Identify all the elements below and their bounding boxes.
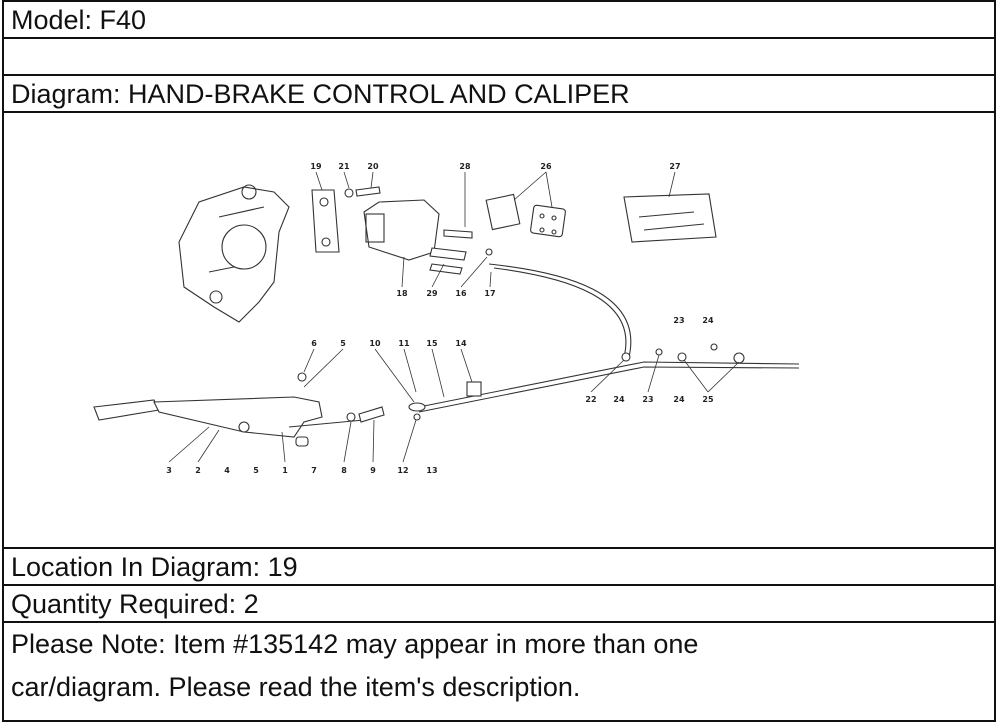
- part-label: 8: [341, 466, 347, 475]
- note-line-2: car/diagram. Please read the item's desc…: [11, 672, 581, 702]
- part-label: 22: [585, 395, 596, 404]
- note-row: Please Note: Item #135142 may appear in …: [4, 623, 994, 720]
- part-label: 27: [669, 162, 680, 171]
- part-label: 23: [673, 316, 684, 325]
- cable-drawing: [488, 263, 632, 358]
- part-label: 3: [166, 466, 172, 475]
- quantity-row: Quantity Required: 2: [4, 586, 994, 623]
- part-label: 2: [195, 466, 201, 475]
- part-label: 9: [370, 466, 376, 475]
- part-label: 20: [367, 162, 379, 171]
- empty-row: [4, 39, 994, 76]
- exploded-view-drawing: 19 21 20 28 26 27 18 29 16 17 23 24 6 5 …: [93, 162, 800, 475]
- part-label: 6: [311, 339, 317, 348]
- part-label: 11: [398, 339, 410, 348]
- part-label: 5: [253, 466, 259, 475]
- location-row: Location In Diagram: 19: [4, 549, 994, 586]
- part-label: 5: [340, 339, 346, 348]
- parts-diagram: 19 21 20 28 26 27 18 29 16 17 23 24 6 5 …: [4, 113, 994, 549]
- hub-carrier-drawing: [178, 184, 290, 323]
- part-label: 4: [224, 466, 230, 475]
- diagram-title: Diagram: HAND-BRAKE CONTROL AND CALIPER: [4, 76, 994, 113]
- part-label: 13: [426, 466, 437, 475]
- part-label: 10: [369, 339, 381, 348]
- part-label: 25: [702, 395, 714, 404]
- part-label: 16: [455, 289, 467, 298]
- part-label: 28: [459, 162, 471, 171]
- model-row: Model: F40: [4, 2, 994, 39]
- part-label: 15: [426, 339, 438, 348]
- part-label: 24: [673, 395, 685, 404]
- part-label: 19: [310, 162, 322, 171]
- part-label: 12: [397, 466, 408, 475]
- part-label: 21: [338, 162, 350, 171]
- part-label: 14: [455, 339, 467, 348]
- caliper-bracket-drawing: [311, 189, 340, 253]
- hand-brake-lever-drawing: [93, 372, 385, 447]
- part-label: 24: [702, 316, 714, 325]
- part-label: 7: [311, 466, 317, 475]
- part-label: 23: [642, 395, 653, 404]
- caliper-drawing: [363, 199, 440, 261]
- part-label: 24: [613, 395, 625, 404]
- part-label: 29: [426, 289, 438, 298]
- part-label: 18: [396, 289, 408, 298]
- part-label: 1: [282, 466, 288, 475]
- note-line-1: Please Note: Item #135142 may appear in …: [11, 629, 699, 659]
- part-label: 17: [484, 289, 495, 298]
- part-label: 26: [540, 162, 552, 171]
- part-number-labels: 19 21 20 28 26 27 18 29 16 17 23 24 6 5 …: [166, 162, 714, 475]
